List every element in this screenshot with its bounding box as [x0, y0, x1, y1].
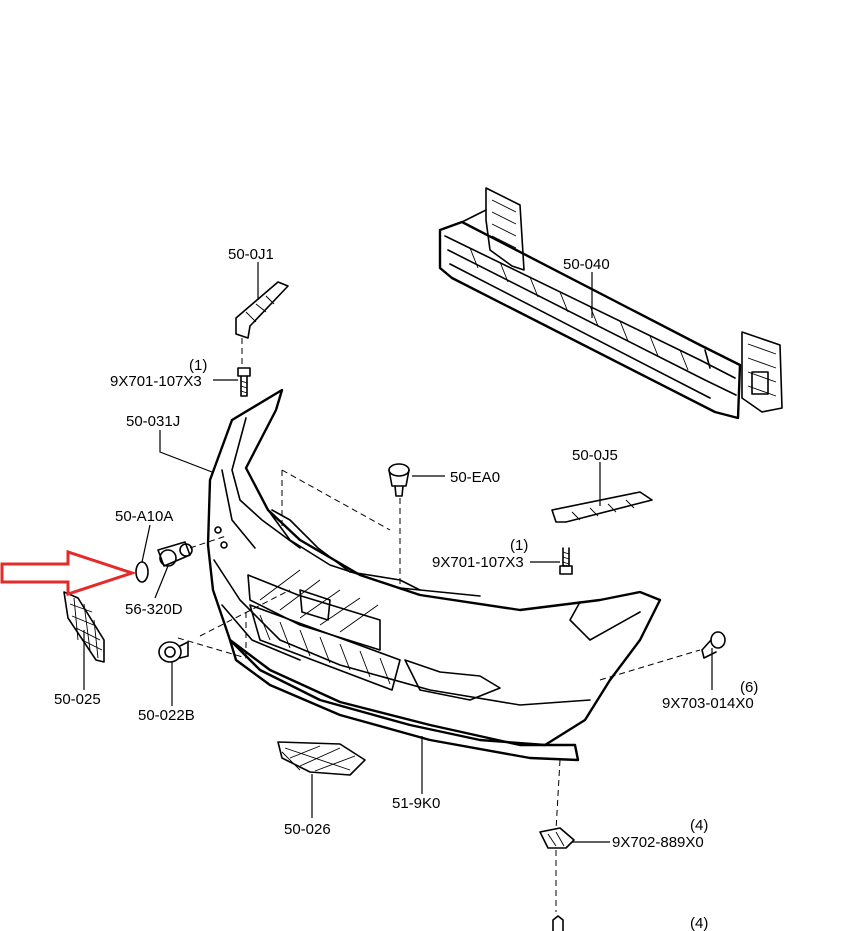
label-50-0J5: 50-0J5: [572, 447, 618, 464]
label-9X701-107X3-right: 9X701-107X3: [432, 554, 524, 571]
label-50-031J: 50-031J: [126, 413, 180, 430]
bumper-side-bracket-left: [235, 281, 289, 339]
label-50-022B: 50-022B: [138, 707, 195, 724]
label-56-320D: 56-320D: [125, 601, 183, 618]
fog-lamp-cover-left: [63, 591, 105, 663]
label-51-9K0: 51-9K0: [392, 795, 440, 812]
bumper-reinforcement-beam: [438, 187, 783, 420]
bolt-left: [237, 367, 251, 397]
label-50-0J1: 50-0J1: [228, 246, 274, 263]
label-50-EA0: 50-EA0: [450, 469, 500, 486]
label-9X701-107X3-left: 9X701-107X3: [110, 373, 202, 390]
label-qty-4-bottom: (4): [690, 915, 708, 931]
label-qty-1-left: (1): [189, 357, 207, 374]
leader-lines: [83, 262, 713, 843]
fastener-screw-six: [701, 631, 726, 659]
fastener-clip-nut: [158, 641, 189, 663]
label-50-A10A: 50-A10A: [115, 508, 173, 525]
label-9X702-889X0: 9X702-889X0: [612, 834, 704, 851]
screw-tip-bottom: [552, 915, 564, 931]
label-50-026: 50-026: [284, 821, 331, 838]
bolt-right: [559, 547, 573, 575]
clip-nut: [539, 827, 575, 849]
bumper-side-bracket-right: [551, 491, 653, 523]
label-qty-6: (6): [740, 679, 758, 696]
label-50-040: 50-040: [563, 256, 610, 273]
label-qty-1-right: (1): [510, 537, 528, 554]
assembly-guide-lines: [177, 338, 701, 912]
fog-lamp-cover-right: [277, 741, 366, 776]
push-pin-clip: [388, 463, 410, 497]
label-9X703-014X0: 9X703-014X0: [662, 695, 754, 712]
bumper-lower-lip: [228, 638, 580, 762]
label-50-025: 50-025: [54, 691, 101, 708]
highlight-arrow-icon: [0, 549, 137, 597]
label-qty-4-clip: (4): [690, 817, 708, 834]
